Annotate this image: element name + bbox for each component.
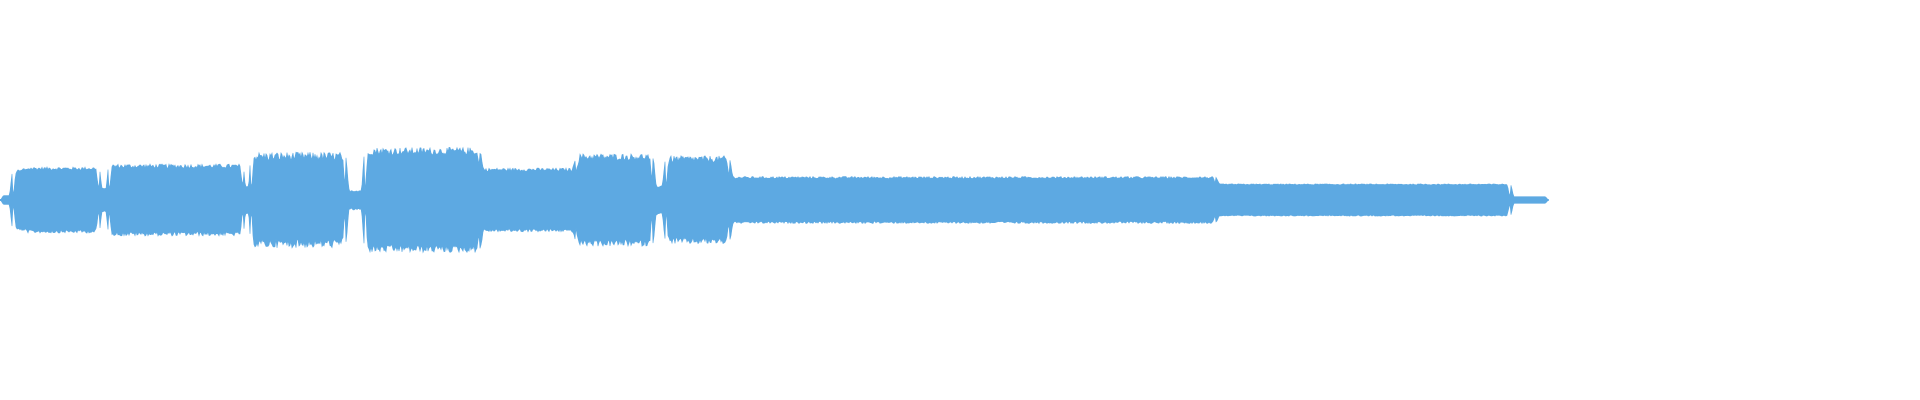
waveform-shape bbox=[0, 146, 1549, 254]
